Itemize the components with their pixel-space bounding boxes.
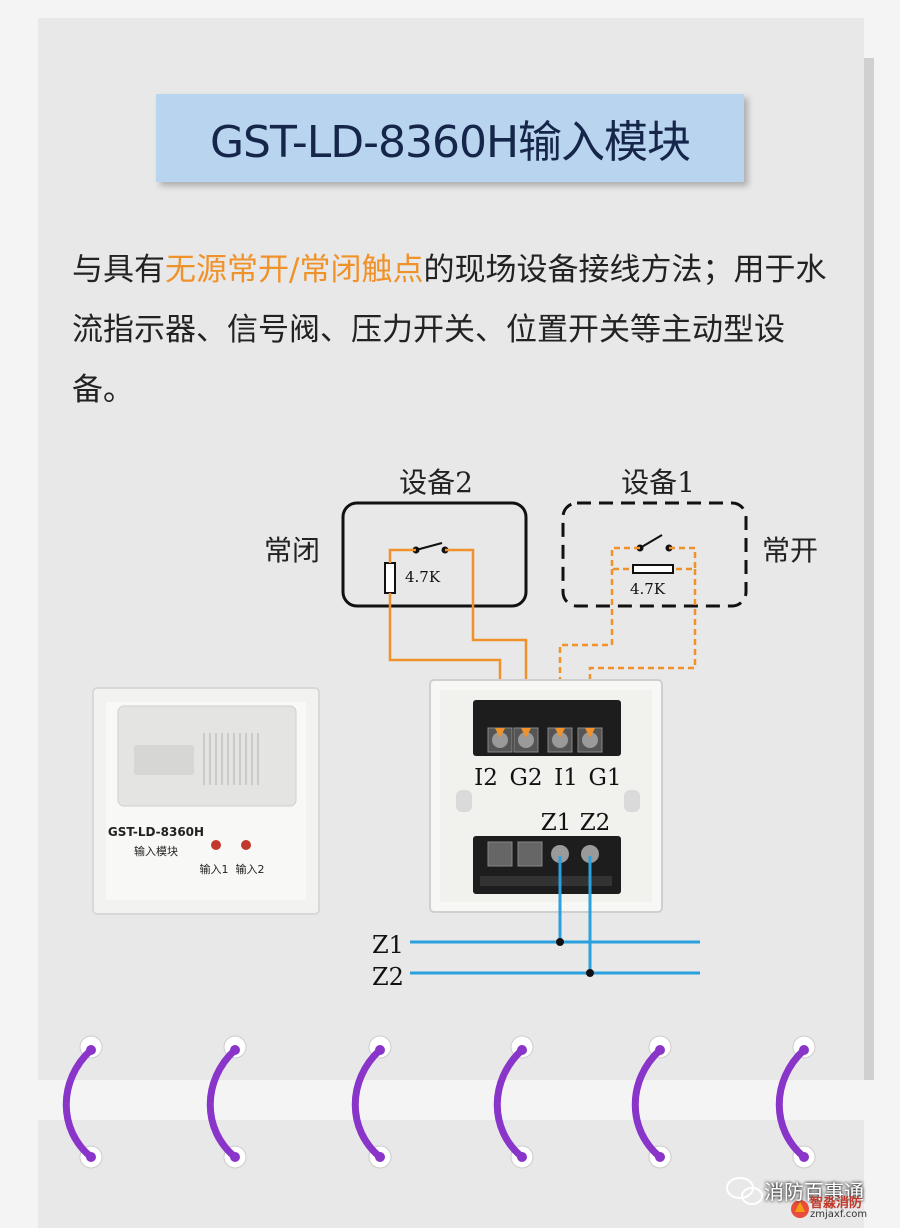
arrow-g1: [585, 728, 595, 738]
normally-open-label: 常开: [762, 534, 818, 567]
module-name: 输入模块: [134, 844, 178, 858]
binder-ring-6: [775, 1035, 816, 1169]
device2-resistor: [384, 562, 396, 594]
terminal-label-g2: G2: [509, 765, 542, 791]
led-input1: [211, 840, 221, 850]
terminal-label-z2: Z2: [580, 810, 611, 836]
watermark-logo: 智淼消防 zmjaxf.com: [790, 1192, 880, 1226]
mount-hole-left: [456, 790, 472, 812]
terminal-label-z1: Z1: [541, 810, 572, 836]
wire-to-g2: [445, 548, 528, 738]
binder-ring-4: [493, 1035, 534, 1169]
bottom-terminal-slot-1: [487, 841, 513, 867]
device1-wire-right: [669, 546, 697, 571]
device2-box: [341, 501, 528, 608]
wire-to-g1: [588, 569, 697, 738]
watermark-logo-url: zmjaxf.com: [810, 1209, 868, 1220]
description: 与具有无源常开/常闭触点的现场设备接线方法；用于水流指示器、信号阀、压力开关、位…: [72, 240, 842, 420]
mount-hole-right: [624, 790, 640, 812]
binder-ring-2: [206, 1035, 247, 1169]
module-window: [134, 745, 194, 775]
device1-box: [561, 501, 748, 608]
screw-z1: [551, 845, 569, 863]
screw-g2: [518, 732, 534, 748]
logo-icon: [791, 1200, 809, 1218]
screw-i1: [552, 732, 568, 748]
module-vent: [203, 733, 259, 785]
bus-junction-z2: [586, 969, 594, 977]
device2-resistor-label: 4.7K: [405, 568, 441, 586]
terminal-label-g1: G1: [588, 765, 621, 791]
led-input2: [241, 840, 251, 850]
description-part2: 的现场设备接线方法；用于水流指示器、信号阀、压力开关、位置开关等主动型设备。: [72, 252, 827, 408]
binder-ring-1: [62, 1035, 103, 1169]
wechat-icon: [726, 1177, 763, 1205]
title-banner: GST-LD-8360H输入模块: [156, 94, 744, 182]
normally-closed-label: 常闭: [264, 534, 320, 567]
device1-label: 设备1: [621, 466, 695, 499]
screw-i2: [492, 732, 508, 748]
screw-z2: [581, 845, 599, 863]
binder-ring-5: [631, 1035, 672, 1169]
arrow-i2: [495, 728, 505, 738]
terminal-label-i2: I2: [474, 765, 498, 791]
device1-resistor-label: 4.7K: [630, 580, 666, 598]
arrow-g2: [521, 728, 531, 738]
device2-label: 设备2: [399, 466, 473, 499]
binder-rings: [62, 1035, 816, 1169]
bottom-terminal-rail: [480, 876, 612, 886]
watermark-logo-name: 智淼消防: [810, 1196, 863, 1211]
description-highlight: 无源常开/常闭触点: [165, 252, 424, 288]
terminal-label-i1: I1: [554, 765, 578, 791]
bus-label-z2: Z2: [372, 963, 404, 991]
device1-wire-left: [610, 546, 640, 571]
module-model: GST-LD-8360H: [108, 825, 204, 839]
screw-g1: [582, 732, 598, 748]
arrow-i1: [555, 728, 565, 738]
device1-resistor: [632, 564, 674, 574]
bottom-terminal-slot-2: [517, 841, 543, 867]
device1-switch-blade: [639, 534, 663, 549]
device2-switch-blade: [415, 542, 443, 551]
bus-label-z1: Z1: [372, 931, 404, 959]
led-input2-label: 输入2: [236, 862, 265, 876]
device2-wire-top: [388, 548, 416, 563]
led-input1-label: 输入1: [200, 862, 229, 876]
bus-junction-z1: [556, 938, 564, 946]
description-part1: 与具有: [72, 252, 165, 288]
page-title: GST-LD-8360H输入模块: [209, 117, 691, 168]
binder-ring-3: [351, 1035, 392, 1169]
watermark-account: 消防百事通: [764, 1180, 864, 1204]
bottom-panel: [38, 1120, 864, 1228]
